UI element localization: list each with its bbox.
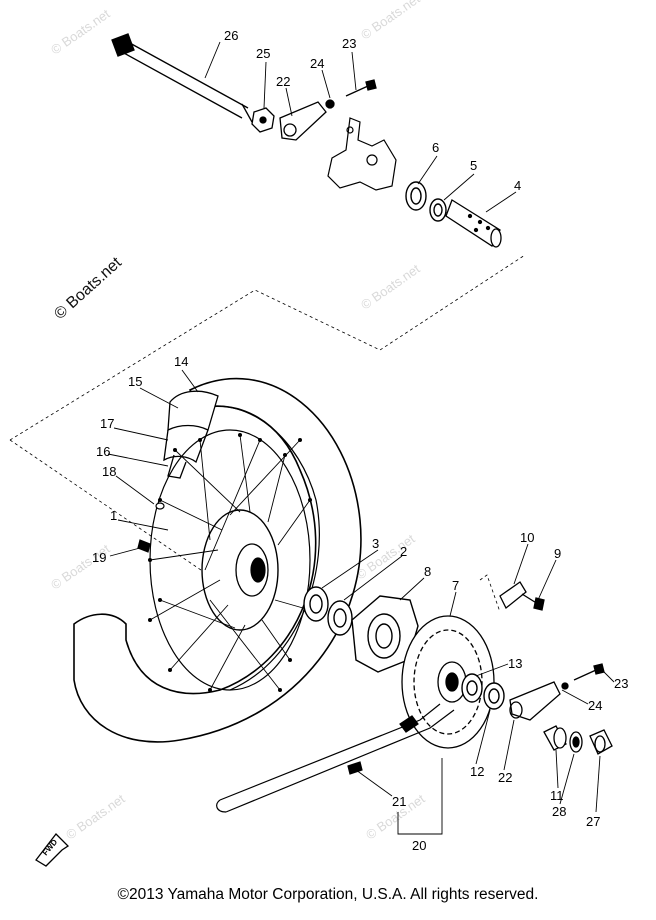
hub xyxy=(201,509,279,631)
watermark: © Boats.net xyxy=(358,261,423,313)
callout-14: 14 xyxy=(174,354,188,369)
spokes xyxy=(149,434,311,691)
callout-18: 18 xyxy=(102,464,116,479)
sprocket-hub xyxy=(351,595,419,673)
callout-26: 26 xyxy=(224,28,238,43)
callout-12: 12 xyxy=(470,764,484,779)
callout-8: 8 xyxy=(424,564,431,579)
leader-lines xyxy=(107,41,615,835)
callout-24: 24 xyxy=(310,56,324,71)
copyright-footer: ©2013 Yamaha Motor Corporation, U.S.A. A… xyxy=(117,886,539,903)
callout-6: 6 xyxy=(432,140,439,155)
callout-24: 24 xyxy=(588,698,602,713)
watermark: © Boats.net xyxy=(48,6,113,58)
parts-diagram: © Boats.net © Boats.net © Boats.net © Bo… xyxy=(9,0,628,867)
callout-22: 22 xyxy=(498,770,512,785)
oil-seal xyxy=(429,198,447,222)
watermark: © Boats.net xyxy=(63,791,128,843)
callout-23: 23 xyxy=(614,676,628,691)
callout-28: 28 xyxy=(552,804,566,819)
callout-2: 2 xyxy=(400,544,407,559)
callout-23: 23 xyxy=(342,36,356,51)
callout-10: 10 xyxy=(520,530,534,545)
callout-25: 25 xyxy=(256,46,270,61)
callout-27: 27 xyxy=(586,814,600,829)
bearing-top xyxy=(405,181,427,211)
drive-chain xyxy=(216,703,455,813)
rear-sprocket xyxy=(401,615,495,749)
callout-15: 15 xyxy=(128,374,142,389)
callout-3: 3 xyxy=(372,536,379,551)
rear-wheel xyxy=(73,377,362,743)
lock-plate xyxy=(499,581,545,611)
tube-and-band xyxy=(163,390,219,479)
tire-inner xyxy=(199,405,320,691)
brake-plate xyxy=(327,117,397,191)
adjuster-top xyxy=(325,79,377,109)
callout-22: 22 xyxy=(276,74,290,89)
callout-1: 1 xyxy=(110,508,117,523)
callout-9: 9 xyxy=(554,546,561,561)
callout-4: 4 xyxy=(514,178,521,193)
tire-outer xyxy=(73,377,362,743)
callout-17: 17 xyxy=(100,416,114,431)
callout-20: 20 xyxy=(412,838,426,853)
watermark: © Boats.net xyxy=(358,0,423,42)
watermark: © Boats.net xyxy=(353,531,418,583)
axle xyxy=(111,33,253,123)
fwd-arrow-icon: FWD xyxy=(35,833,70,867)
callout-16: 16 xyxy=(96,444,110,459)
small-parts-left xyxy=(137,502,165,553)
axle-nut xyxy=(251,107,275,133)
hub-center xyxy=(235,543,269,597)
chain-puller-top xyxy=(279,101,327,141)
axle-spacer-nut xyxy=(543,725,613,755)
callout-5: 5 xyxy=(470,158,477,173)
collar xyxy=(445,199,502,248)
callout-7: 7 xyxy=(452,578,459,593)
wheel-bearings xyxy=(303,586,353,636)
sprocket-seal-bearing xyxy=(461,673,505,710)
callout-13: 13 xyxy=(508,656,522,671)
callout-19: 19 xyxy=(92,550,106,565)
watermark-main: © Boats.net xyxy=(51,254,125,323)
callout-11: 11 xyxy=(550,788,564,803)
callout-21: 21 xyxy=(392,794,406,809)
callouts: 26 25 22 24 23 6 5 4 14 15 17 16 18 1 19… xyxy=(92,28,628,853)
watermark: © Boats.net xyxy=(48,541,113,593)
